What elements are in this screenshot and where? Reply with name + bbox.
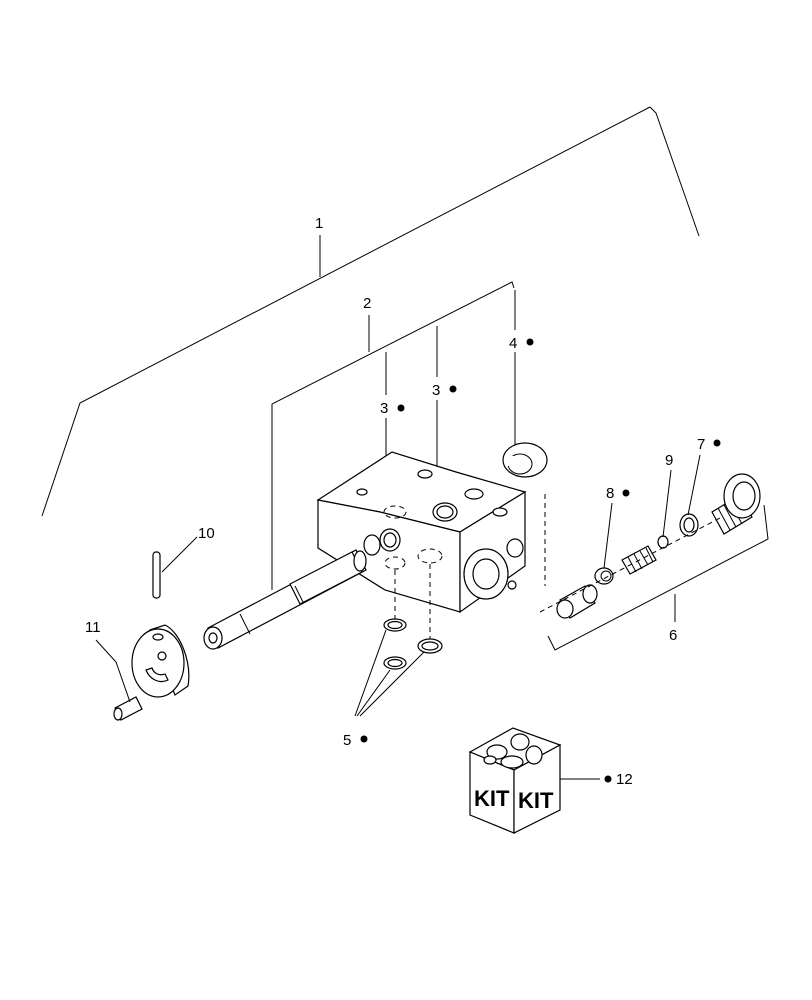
kit-contents xyxy=(486,744,508,760)
bullet-4 xyxy=(526,338,534,346)
kit-label-left: KIT xyxy=(474,786,510,811)
callout-4: 4 xyxy=(509,335,517,352)
callout-8: 8 xyxy=(606,485,614,502)
roll-pin-10 xyxy=(152,536,198,599)
bullet-3-left xyxy=(397,404,405,412)
callout-11: 11 xyxy=(85,619,101,636)
valve-body xyxy=(316,451,546,640)
o-ring-3-left-inner xyxy=(383,532,397,548)
callout-7: 7 xyxy=(697,436,705,453)
kit-label-right: KIT xyxy=(518,788,554,813)
callout-12: 12 xyxy=(616,771,633,788)
callout-2: 2 xyxy=(363,295,371,312)
leader-7 xyxy=(687,454,701,516)
callout-5: 5 xyxy=(343,732,351,749)
bullet-8 xyxy=(622,489,630,497)
bullet-5 xyxy=(360,735,368,743)
callout-9: 9 xyxy=(665,452,673,469)
handle-disc xyxy=(131,624,190,698)
assembly-bracket-1 xyxy=(41,106,700,517)
bullet-7 xyxy=(713,439,721,447)
leader-8 xyxy=(603,502,613,569)
callout-3-left: 3 xyxy=(380,400,388,417)
kit-box-12: KIT KIT xyxy=(468,727,600,834)
shaft xyxy=(203,549,367,650)
callout-10: 10 xyxy=(198,525,215,542)
bullet-12 xyxy=(604,775,612,783)
plug xyxy=(711,473,761,535)
pin-11 xyxy=(95,639,143,721)
body-bracket-2 xyxy=(271,281,515,590)
bullet-3-right xyxy=(449,385,457,393)
seals-5 xyxy=(354,618,443,717)
leader-9 xyxy=(662,469,672,538)
o-ring-3-right-inner xyxy=(436,505,454,519)
callout-1: 1 xyxy=(315,215,323,232)
relief-valve-group xyxy=(539,473,769,651)
callout-3-right: 3 xyxy=(432,382,440,399)
callout-6: 6 xyxy=(669,627,677,644)
snap-ring-4 xyxy=(502,442,548,478)
